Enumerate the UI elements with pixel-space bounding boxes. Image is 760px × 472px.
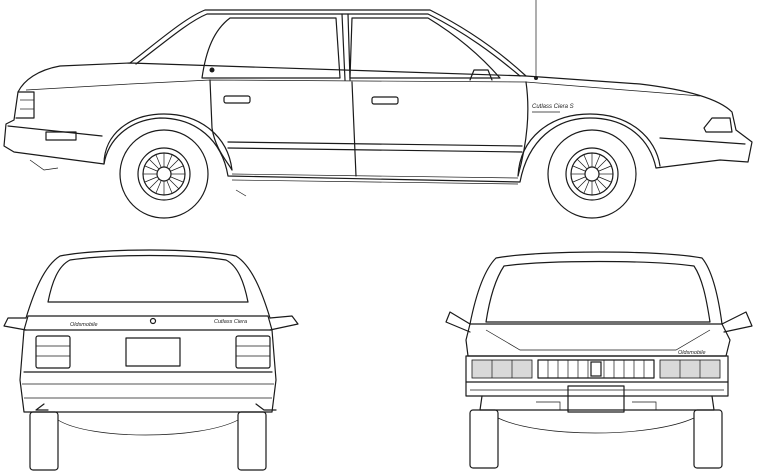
rear-door-window — [201, 17, 341, 79]
front-right-headlamp — [659, 359, 721, 379]
front-license-plate — [567, 385, 625, 413]
side-roof — [129, 9, 527, 77]
front-view: Oldsmobile — [445, 251, 753, 469]
rear-view: Oldsmobile Cutlass Ciera — [3, 249, 299, 471]
rear-door-handle — [223, 95, 251, 104]
side-model-badge: Cutlass Ciera S — [532, 104, 574, 110]
rear-view-left-tire — [29, 411, 59, 471]
rear-view-right-tire — [237, 411, 267, 471]
front-door-handle — [371, 96, 399, 105]
grille-emblem — [590, 361, 602, 377]
front-view-left-mirror — [445, 311, 471, 333]
side-view: Cutlass Ciera S — [3, 0, 753, 219]
side-body-outline — [3, 62, 753, 183]
rear-license-plate — [125, 337, 181, 367]
side-mirror — [469, 69, 493, 81]
front-door-window — [349, 17, 501, 79]
front-left-headlamp — [471, 359, 533, 379]
front-view-right-tire — [693, 409, 723, 469]
windshield — [485, 260, 711, 323]
front-view-left-tire — [469, 409, 499, 469]
rear-plate-side — [45, 131, 77, 141]
front-grille — [537, 359, 655, 379]
rear-wheel — [119, 129, 209, 219]
rear-brand-badge: Oldsmobile — [70, 322, 98, 328]
front-wheel — [547, 129, 637, 219]
rear-view-right-mirror — [269, 315, 299, 331]
rear-left-taillamp — [35, 335, 71, 369]
headlamp-side — [703, 117, 733, 133]
front-brand-badge: Oldsmobile — [678, 350, 706, 356]
rear-right-taillamp — [235, 335, 271, 369]
rear-view-left-mirror — [3, 317, 27, 331]
rear-window — [47, 254, 249, 303]
front-view-right-mirror — [721, 311, 753, 333]
rear-model-badge: Cutlass Ciera — [214, 319, 247, 325]
